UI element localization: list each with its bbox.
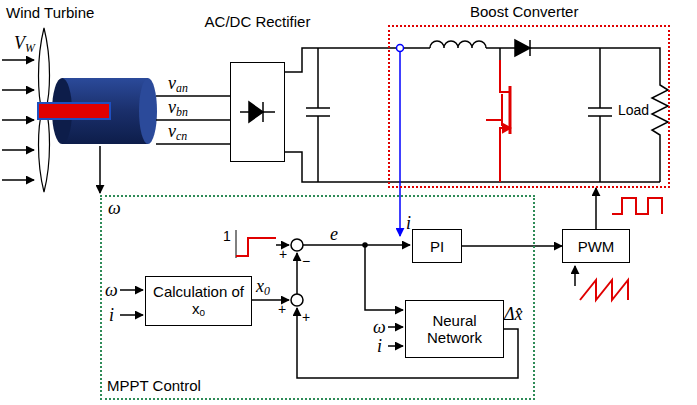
control-wires bbox=[120, 230, 575, 378]
signal-label: e bbox=[330, 225, 338, 243]
sign-label: + bbox=[279, 247, 287, 261]
signal-label: ω bbox=[373, 318, 386, 336]
sign-label: − bbox=[302, 254, 310, 268]
pi-controller-block: PI bbox=[412, 229, 462, 263]
heading: Wind Turbine bbox=[6, 5, 94, 20]
generator bbox=[38, 78, 157, 144]
block-text: Neural Network bbox=[409, 312, 500, 346]
sign-label: + bbox=[302, 310, 310, 324]
phase-voltage-label: van bbox=[168, 74, 188, 95]
mosfet-symbol bbox=[486, 60, 510, 182]
signal-arrow bbox=[462, 245, 562, 247]
phase-voltage-label: vbn bbox=[168, 98, 188, 119]
mppt-control-region: MPPT Control Calculation of x0 PI Neural Ne… bbox=[100, 195, 535, 400]
heading: AC/DC Rectifier bbox=[205, 13, 311, 31]
block-text: Calculation of x0 bbox=[149, 283, 248, 318]
region-label: MPPT Control bbox=[107, 377, 201, 395]
block-text: PWM bbox=[578, 238, 615, 255]
wind-arrows bbox=[2, 60, 34, 180]
pwm-pulse bbox=[612, 198, 662, 214]
neural-network-block: Neural Network bbox=[405, 300, 504, 358]
signal-label: i bbox=[406, 214, 411, 232]
boost-diode bbox=[515, 40, 530, 56]
signal-label: x0 bbox=[256, 277, 270, 298]
calculation-block: Calculation of x0 bbox=[145, 276, 252, 326]
load-label: Load bbox=[618, 103, 649, 117]
signal-label: ω bbox=[105, 281, 118, 299]
step-value: 1 bbox=[223, 229, 231, 243]
heading: Boost Converter bbox=[470, 3, 578, 21]
step-input bbox=[236, 238, 276, 256]
sense-point bbox=[397, 45, 404, 52]
sign-label: + bbox=[278, 302, 286, 316]
pwm-block: PWM bbox=[562, 229, 630, 263]
phase-voltage-label: vcn bbox=[168, 122, 187, 143]
signal-label: i bbox=[109, 306, 114, 324]
sawtooth-carrier bbox=[580, 280, 628, 300]
current-sense-line bbox=[399, 52, 401, 236]
signal-label: ω bbox=[108, 199, 121, 217]
rectifier-box: AC/DC Rectifier bbox=[230, 62, 285, 162]
signal-label: Δx̂ bbox=[504, 305, 523, 323]
signal-arrow bbox=[595, 188, 597, 229]
wind-speed-label: VW bbox=[14, 34, 35, 55]
rectifier-diode bbox=[240, 102, 275, 122]
wires bbox=[100, 41, 668, 193]
block-text: PI bbox=[430, 238, 444, 255]
signal-label: i bbox=[377, 337, 382, 355]
